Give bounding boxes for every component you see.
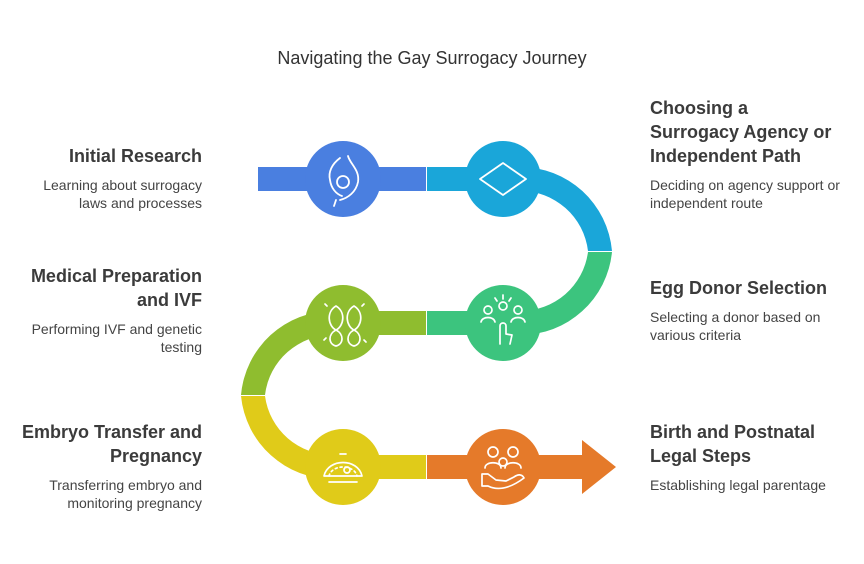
- step-5-heading: Embryo Transfer and Pregnancy: [21, 422, 202, 466]
- step-3-text: Egg Donor Selection Selecting a donor ba…: [650, 276, 840, 344]
- step-6-text: Birth and Postnatal Legal Steps Establis…: [650, 420, 840, 494]
- step-2-heading: Choosing a Surrogacy Agency or Independe…: [650, 98, 832, 166]
- step-6-heading: Birth and Postnatal Legal Steps: [650, 422, 816, 466]
- step-1-heading: Initial Research: [68, 146, 202, 166]
- diamond-icon: [479, 162, 527, 196]
- step-4-text: Medical Preparation and IVF Performing I…: [20, 264, 202, 356]
- dna-cells-icon: [323, 303, 367, 347]
- family-hand-icon: [481, 446, 525, 490]
- step-1-description: Learning about surrogacy laws and proces…: [43, 177, 202, 211]
- pregnant-person-icon: [328, 155, 360, 207]
- group-select-icon: [480, 294, 526, 345]
- step-4-heading: Medical Preparation and IVF: [30, 266, 202, 310]
- step-5-description: Transferring embryo and monitoring pregn…: [49, 477, 202, 511]
- step-1-text: Initial Research Learning about surrogac…: [20, 144, 202, 212]
- step-3-heading: Egg Donor Selection: [650, 278, 828, 298]
- step-1-circle: [305, 141, 381, 217]
- step-2-description: Deciding on agency support or independen…: [650, 177, 840, 211]
- step-2-circle: [465, 141, 541, 217]
- step-5-text: Embryo Transfer and Pregnancy Transferri…: [20, 420, 202, 512]
- step-2-text: Choosing a Surrogacy Agency or Independe…: [650, 96, 840, 212]
- step-3-description: Selecting a donor based on various crite…: [650, 309, 821, 343]
- diagram-title: Navigating the Gay Surrogacy Journey: [277, 48, 587, 68]
- step-6-description: Establishing legal parentage: [650, 477, 826, 493]
- step-4-circle: [305, 285, 381, 361]
- step-6-circle: [465, 429, 541, 505]
- step-4-description: Performing IVF and genetic testing: [31, 321, 202, 355]
- step-5-circle: [305, 429, 381, 505]
- ultrasound-icon: [323, 453, 363, 483]
